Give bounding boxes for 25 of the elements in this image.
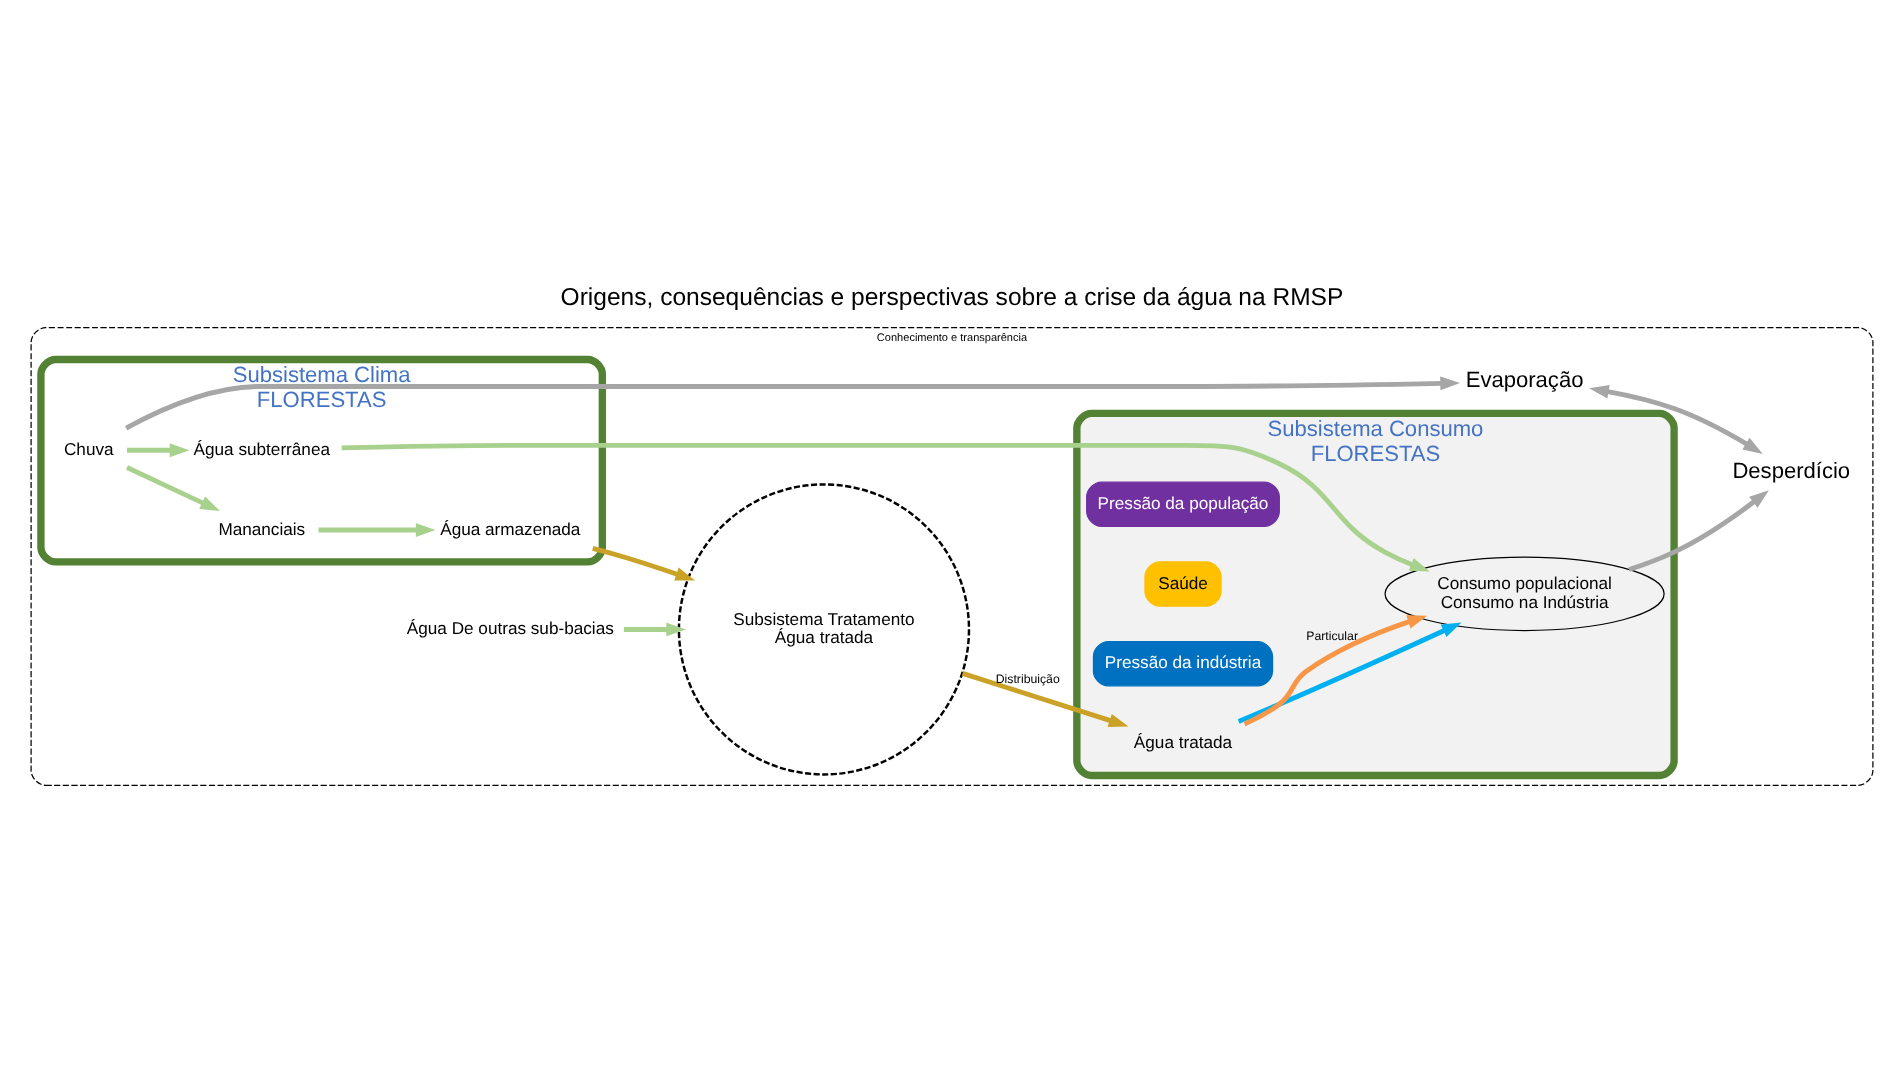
node-circle: Subsistema Tratamento Água tratada bbox=[677, 483, 971, 776]
node-text: Água tratada bbox=[1133, 732, 1233, 753]
arrow bbox=[623, 622, 686, 637]
arrow bbox=[125, 465, 220, 512]
node-text: Água De outras sub-bacias bbox=[406, 617, 614, 638]
arrow bbox=[341, 442, 1430, 572]
arrow bbox=[961, 671, 1129, 728]
node-text: Água armazenada bbox=[440, 518, 581, 539]
node-text: Evaporação bbox=[1465, 368, 1584, 393]
arrow bbox=[592, 546, 696, 581]
node-text: Desperdício bbox=[1732, 459, 1851, 484]
node-text: Água subterrânea bbox=[193, 438, 331, 459]
node-text: Chuva bbox=[63, 438, 114, 459]
arrow bbox=[1237, 622, 1462, 724]
arrow bbox=[1589, 384, 1763, 454]
arrow bbox=[1628, 490, 1769, 572]
node-box: Pressão da indústria bbox=[1092, 641, 1274, 687]
arrow bbox=[125, 376, 1460, 431]
arrow bbox=[127, 443, 190, 458]
arrow bbox=[318, 523, 436, 537]
diagram-title: Origens, consequências e perspectivas sobre a crise da água na RMSP bbox=[560, 283, 1344, 312]
node-box: Saúde bbox=[1144, 561, 1222, 607]
node-box: Pressão da população bbox=[1086, 481, 1280, 527]
arrow bbox=[1243, 615, 1428, 727]
node-text: Mananciais bbox=[218, 518, 306, 539]
